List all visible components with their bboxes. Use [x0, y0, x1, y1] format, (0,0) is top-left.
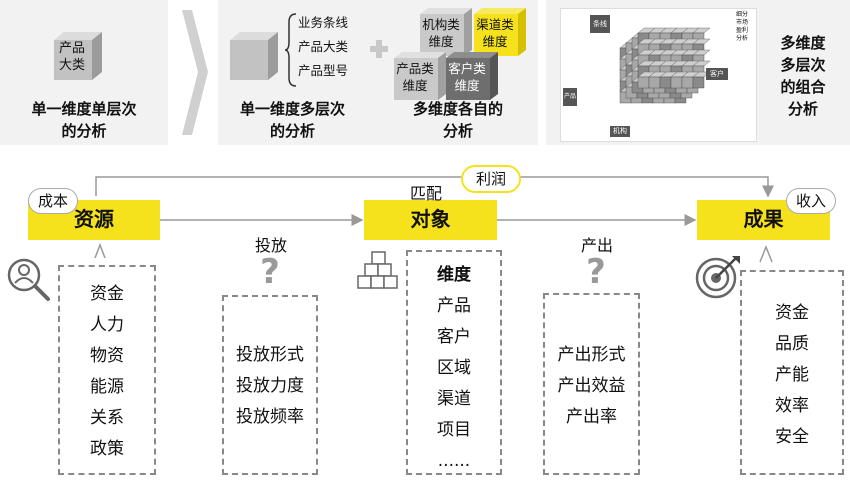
tag-income: 收入 — [786, 188, 836, 214]
cube-channel — [474, 8, 526, 56]
cube-product-category — [54, 32, 102, 80]
cube-label: 产品 大类 — [58, 41, 85, 73]
list-item: 产出形式 — [557, 345, 626, 365]
caption-combined: 多维度 多层次 的组合 分析 — [780, 34, 826, 118]
list-item: 关系 — [90, 408, 124, 428]
curly-brace-icon — [284, 13, 297, 87]
list-item: 人力 — [90, 315, 124, 335]
cube-channel-label: 渠道类 维度 — [476, 17, 514, 49]
output-list: 产出形式 产出效益 产出率 — [543, 293, 640, 475]
list-item: 能源 — [90, 377, 124, 397]
list-item: 渠道 — [437, 389, 471, 409]
list-item: 效率 — [775, 396, 809, 416]
list-item: 产出效益 — [557, 376, 626, 396]
bracket-item: 产品大类 — [298, 39, 349, 54]
chevron-arrow-icon — [182, 10, 208, 135]
list-item: 产能 — [775, 365, 809, 385]
resource-list: 资金 人力 物资 能源 关系 政策 — [58, 265, 156, 475]
list-item: 品质 — [775, 334, 809, 354]
list-item: 政策 — [90, 439, 124, 459]
question-mark-output-icon: ? — [586, 252, 606, 292]
invest-list: 投放形式 投放力度 投放频率 — [222, 295, 318, 475]
list-item: 产出率 — [566, 407, 617, 427]
label-output: 产出 — [580, 236, 613, 255]
list-item: 区域 — [437, 358, 471, 378]
label-match: 匹配 — [409, 184, 442, 203]
bracket-item: 产品型号 — [298, 63, 349, 78]
cube-org-label: 机构类 维度 — [422, 17, 460, 49]
cube-customer — [446, 52, 498, 100]
list-item: 物资 — [90, 346, 124, 366]
matrix-tag-org: 机构 — [610, 126, 630, 137]
caption-single-dimension: 单一维度单层次 的分析 — [31, 100, 137, 140]
object-list: 维度 产品 客户 区域 渠道 项目 ...... — [406, 250, 502, 475]
cube-product-label: 产品类 维度 — [396, 61, 434, 93]
list-item: 投放形式 — [236, 345, 304, 365]
list-item: 项目 — [437, 420, 471, 440]
list-item: 安全 — [775, 427, 809, 447]
list-item: 投放力度 — [236, 376, 304, 396]
caption-multi-level: 单一维度多层次 的分析 — [239, 100, 345, 140]
person-search-icon — [7, 258, 50, 301]
list-item: ...... — [437, 451, 471, 471]
list-item: 投放频率 — [236, 407, 304, 427]
tag-profit: 利润 — [461, 165, 521, 193]
bracket-items: 业务条线 产品大类 产品型号 — [298, 11, 348, 83]
label-invest: 投放 — [254, 236, 287, 255]
matrix-tag-market: 细分 市场 盈利 分析 — [735, 11, 748, 42]
result-list: 资金 品质 产能 效率 安全 — [740, 270, 844, 475]
cube-customer-label: 客户类 维度 — [448, 61, 486, 93]
target-icon — [695, 256, 740, 299]
node-object: 对象 — [364, 200, 497, 240]
cube-matrix-grid — [619, 27, 711, 104]
question-mark-invest-icon: ? — [260, 252, 280, 292]
bracket-item: 业务条线 — [298, 15, 349, 30]
list-item: 资金 — [775, 303, 809, 323]
cube-single-multi — [230, 32, 278, 80]
list-item-header: 维度 — [437, 265, 471, 285]
plus-icon — [370, 40, 388, 58]
cube-org — [420, 8, 472, 56]
list-item: 客户 — [437, 327, 471, 347]
matrix-tag-line: 条线 — [590, 15, 610, 33]
tag-cost: 成本 — [28, 188, 78, 214]
list-item: 资金 — [90, 284, 124, 304]
matrix-tag-customer: 客户 — [706, 68, 728, 80]
list-item: 产品 — [437, 296, 471, 316]
node-result: 成果 — [697, 200, 830, 240]
cube-product — [394, 52, 446, 100]
stacked-boxes-icon — [357, 251, 398, 289]
matrix-tag-product: 产品 — [563, 88, 577, 106]
caption-multi-dimension: 多维度各自的 分析 — [412, 100, 503, 140]
